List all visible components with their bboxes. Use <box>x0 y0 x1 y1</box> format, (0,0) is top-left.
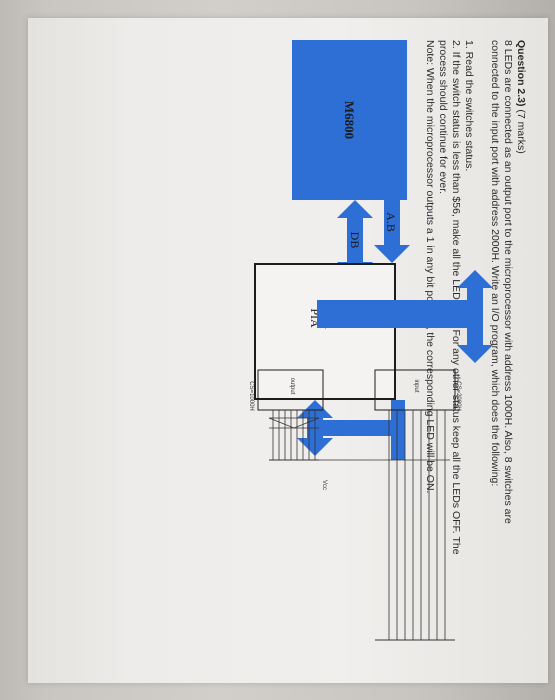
vcc-label: Vcc <box>321 480 327 490</box>
pia-box <box>254 263 396 400</box>
left-bus-vertical <box>317 300 467 328</box>
m6800-label: M6800 <box>342 101 357 139</box>
left-bus-arrow <box>457 270 493 363</box>
input-port-box <box>374 369 456 411</box>
switch-array <box>315 410 455 641</box>
db-label: DB <box>348 232 362 249</box>
led-array <box>268 410 320 461</box>
cs-output-label: CS=1000H <box>248 381 254 411</box>
pia-bus-double-arrow <box>297 400 405 456</box>
data-bus-arrow <box>337 200 373 280</box>
input-label: input <box>413 379 419 392</box>
output-port-box <box>257 369 324 411</box>
output-label: output <box>289 378 295 395</box>
address-bus-arrow <box>374 200 410 263</box>
ab-label: A.B <box>384 212 398 232</box>
cs-input-label: CS=2000H <box>455 381 461 411</box>
m6800-block <box>292 40 407 200</box>
